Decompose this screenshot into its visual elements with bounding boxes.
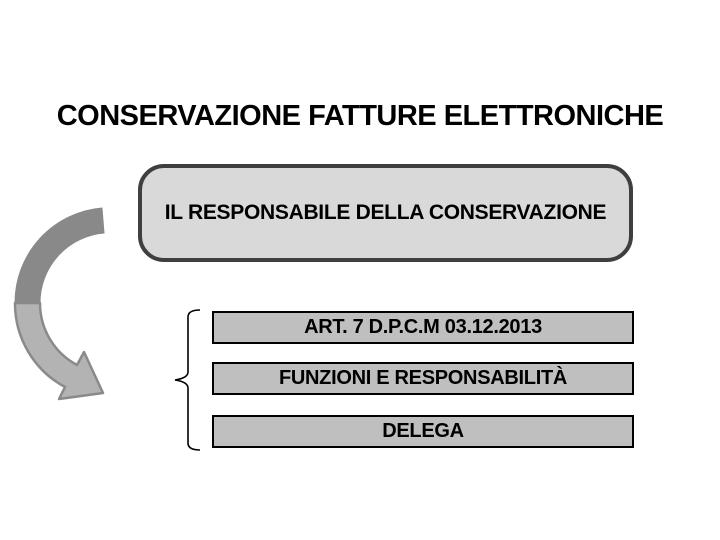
item-box-delega: DELEGA [212, 415, 634, 448]
item-box-art7: ART. 7 D.P.C.M 03.12.2013 [212, 311, 634, 344]
responsabile-box-label: IL RESPONSABILE DELLA CONSERVAZIONE [164, 201, 607, 224]
responsabile-box: IL RESPONSABILE DELLA CONSERVAZIONE [138, 164, 633, 262]
left-brace-icon [174, 309, 201, 451]
item-box-art7-label: ART. 7 D.P.C.M 03.12.2013 [304, 316, 542, 338]
item-box-funzioni: FUNZIONI E RESPONSABILITÀ [212, 362, 634, 395]
curved-arrow-icon [13, 207, 105, 401]
slide-title: CONSERVAZIONE FATTURE ELETTRONICHE [56, 100, 664, 132]
item-box-funzioni-label: FUNZIONI E RESPONSABILITÀ [278, 367, 568, 389]
item-box-delega-label: DELEGA [382, 420, 464, 442]
